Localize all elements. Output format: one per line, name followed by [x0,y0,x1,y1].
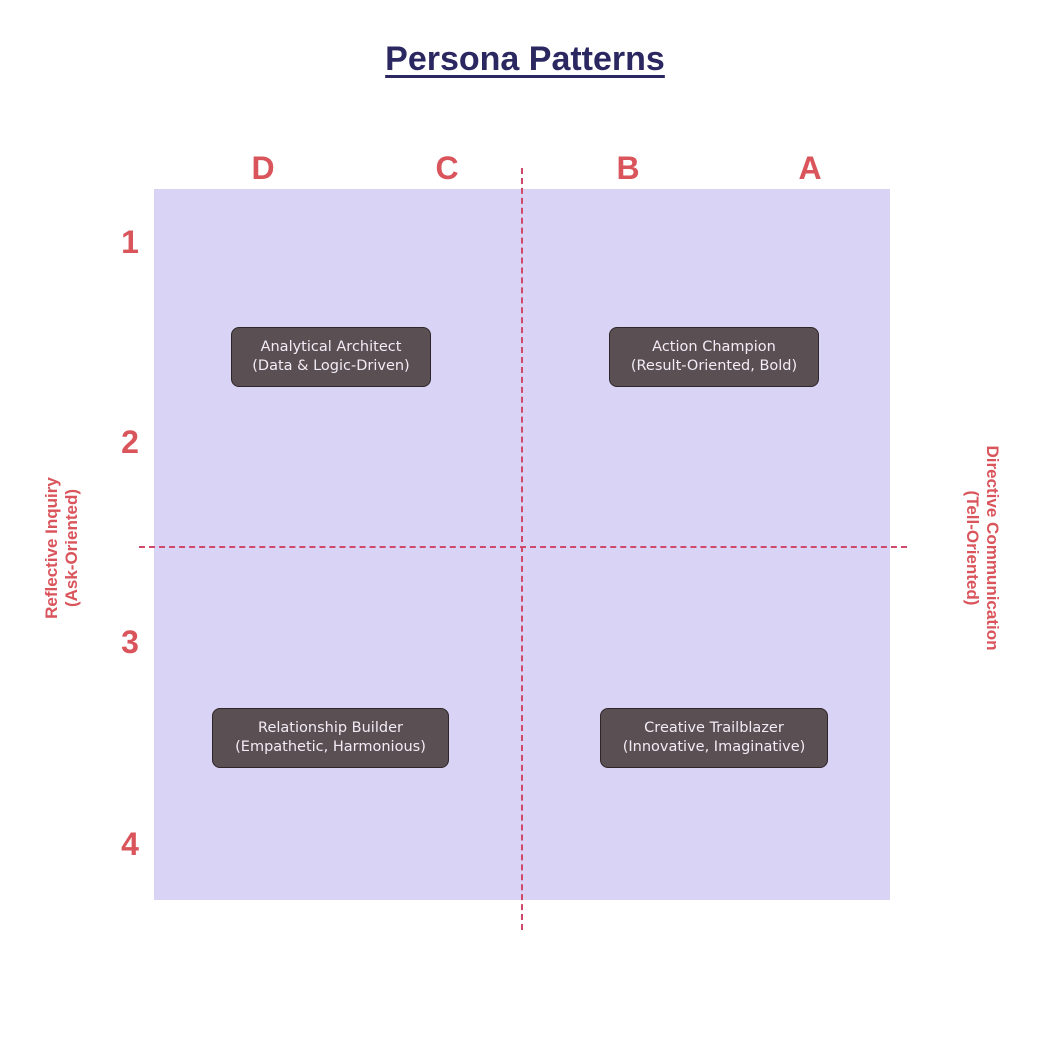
page-title: Persona Patterns [385,40,665,78]
row-label-4: 4 [121,826,139,862]
vertical-divider [521,168,523,930]
left-axis-subtitle: (Ask-Oriented) [62,488,81,608]
row-label-2: 2 [121,424,139,460]
left-axis-title: Reflective Inquiry [42,477,61,619]
quadrant-description: (Data & Logic-Driven) [252,358,410,374]
quadrant-name: Action Champion [652,339,776,355]
quadrant-box-analytical-architect: Analytical Architect (Data & Logic-Drive… [231,327,431,387]
quadrant-box-action-champion: Action Champion (Result-Oriented, Bold) [609,327,819,387]
right-axis-label: Directive Communication (Tell-Oriented) [962,446,1002,651]
quadrant-description: (Empathetic, Harmonious) [235,739,426,755]
quadrant-name: Relationship Builder [258,720,403,736]
left-axis-label: Reflective Inquiry (Ask-Oriented) [42,477,82,619]
horizontal-divider [139,546,907,548]
quadrant-box-creative-trailblazer: Creative Trailblazer (Innovative, Imagin… [600,708,828,768]
row-label-1: 1 [121,224,139,260]
quadrant-description: (Innovative, Imaginative) [622,739,806,755]
row-label-3: 3 [121,624,139,660]
right-axis-title: Directive Communication [983,445,1002,651]
column-label-b: B [616,150,640,186]
quadrant-name: Analytical Architect [260,339,402,355]
right-axis-subtitle: (Tell-Oriented) [963,490,982,606]
quadrant-description: (Result-Oriented, Bold) [630,358,798,374]
column-label-c: C [435,150,459,186]
quadrant-name: Creative Trailblazer [644,720,784,736]
column-label-a: A [798,150,822,186]
column-label-d: D [251,150,275,186]
quadrant-box-relationship-builder: Relationship Builder (Empathetic, Harmon… [212,708,449,768]
